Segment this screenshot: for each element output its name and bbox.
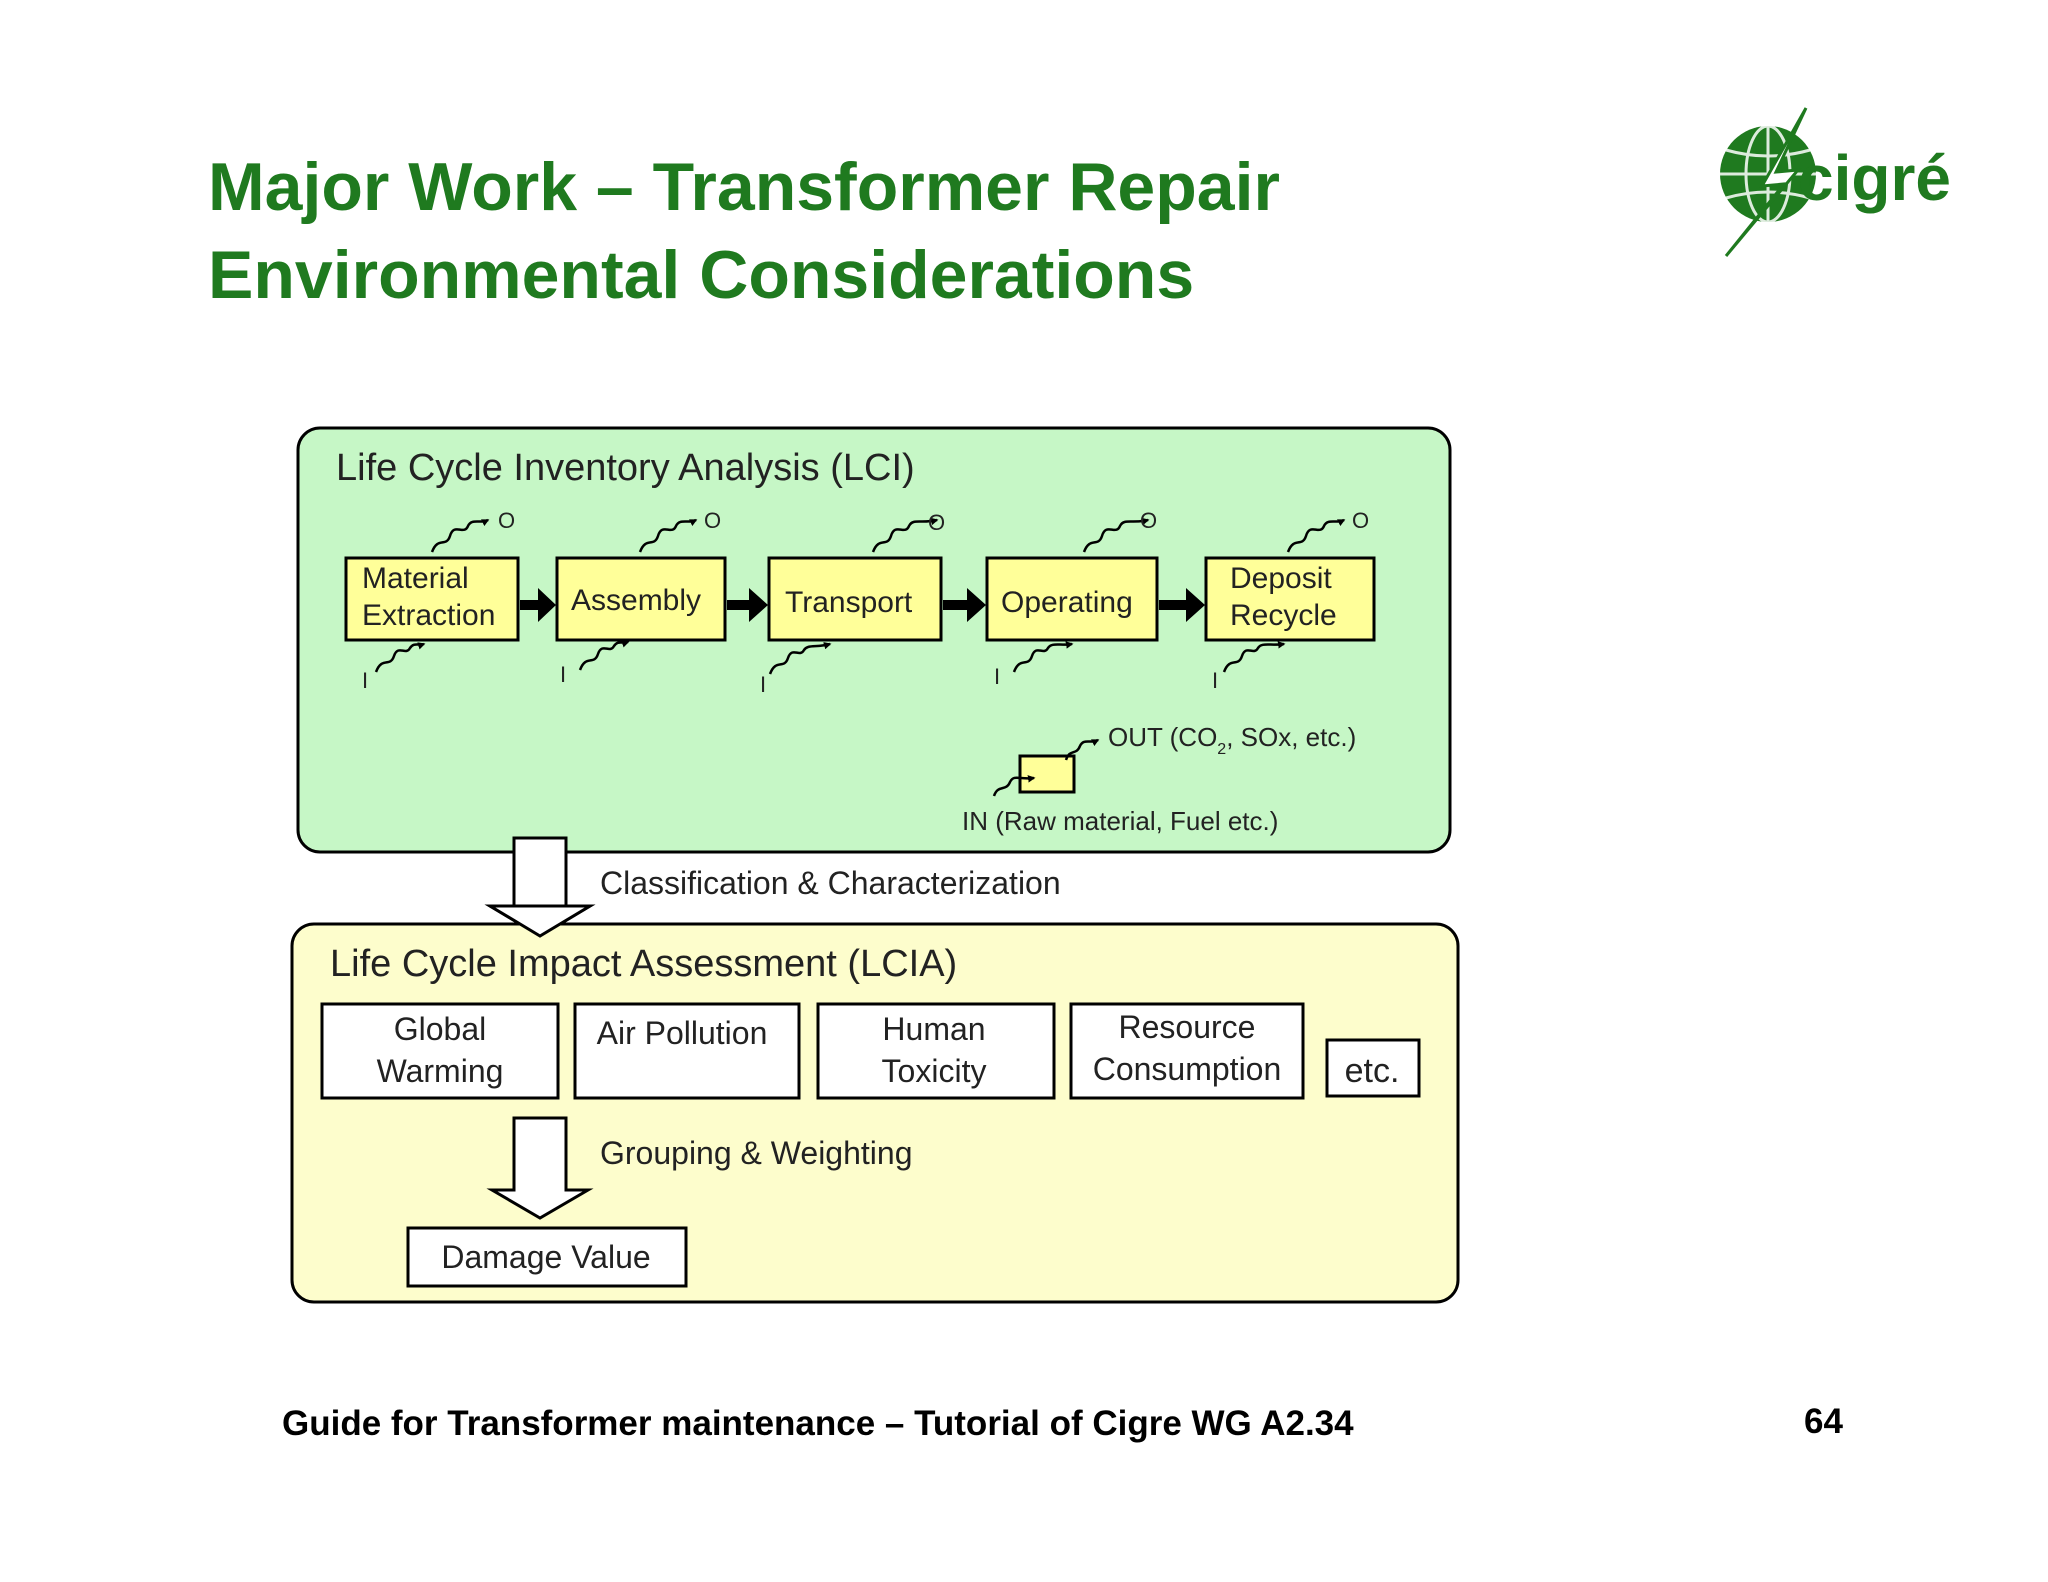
stage-label: Operating: [1001, 586, 1133, 619]
impact-label: Air Pollution: [597, 1015, 768, 1051]
stage-label-line-1: Deposit: [1230, 562, 1332, 595]
in-marker: I: [760, 672, 766, 697]
stage-label: Assembly: [571, 584, 701, 617]
slide-title: Major Work – Transformer Repair Environm…: [208, 143, 1280, 319]
stage-operating: Operating: [985, 556, 1159, 642]
out-marker: O: [704, 508, 721, 533]
logo-wordmark: cigré: [1798, 142, 1950, 214]
input-squiggle: [1222, 641, 1286, 673]
input-squiggle: [578, 640, 630, 671]
input-squiggle: [374, 642, 426, 673]
title-line-2: Environmental Considerations: [208, 237, 1195, 313]
impact-label-line-1: Resource: [1119, 1009, 1256, 1045]
legend-in-squiggle: [992, 775, 1036, 797]
stage-label-line-1: Material: [362, 562, 469, 595]
impact-label: etc.: [1345, 1052, 1400, 1090]
in-marker: I: [362, 668, 368, 693]
output-squiggle: [430, 518, 490, 553]
stage-label-line-2: Extraction: [362, 599, 495, 632]
cigre-logo: cigré: [1720, 107, 1950, 257]
impact-air-pollution: Air Pollution: [573, 1002, 801, 1100]
in-marker: I: [994, 664, 1000, 689]
down-arrow-classification-tip: [484, 904, 596, 938]
impact-etc: etc.: [1325, 1038, 1421, 1098]
input-squiggle: [1012, 641, 1074, 673]
stage-transport: Transport: [767, 556, 943, 642]
stage-label: Transport: [785, 586, 913, 619]
flow-arrow: [943, 588, 986, 622]
output-squiggle: [638, 518, 698, 553]
flow-arrow: [1159, 588, 1205, 622]
globe-lightning-icon: [1720, 107, 1816, 257]
legend-in-label: IN (Raw material, Fuel etc.): [962, 806, 1278, 836]
lci-title: Life Cycle Inventory Analysis (LCI): [336, 447, 915, 489]
flow-arrows: [520, 588, 1205, 622]
step-grouping-label: Grouping & Weighting: [600, 1135, 912, 1171]
stage-assembly: Assembly: [555, 556, 727, 642]
impact-label-line-1: Human: [882, 1011, 985, 1047]
step-classification-label: Classification & Characterization: [600, 865, 1061, 901]
stage-material-extraction: Material Extraction: [344, 556, 520, 642]
stage-label-line-2: Recycle: [1230, 599, 1337, 632]
lcia-title: Life Cycle Impact Assessment (LCIA): [330, 943, 957, 985]
legend-out-squiggle: [1064, 738, 1100, 761]
stage-deposit-recycle: Deposit Recycle: [1204, 556, 1376, 642]
out-marker: O: [498, 508, 515, 533]
in-marker: I: [1212, 668, 1218, 693]
output-squiggle: [871, 517, 939, 553]
output-squiggle: [1286, 518, 1346, 553]
flow-arrow: [520, 588, 556, 622]
impact-label-line-2: Warming: [377, 1053, 504, 1089]
slide-footer: Guide for Transformer maintenance – Tuto…: [282, 1404, 1354, 1443]
flow-arrow: [727, 588, 768, 622]
down-arrow-grouping: [486, 1116, 594, 1220]
out-marker: O: [928, 510, 945, 535]
impact-human-toxicity: Human Toxicity: [816, 1002, 1056, 1100]
damage-value-box: Damage Value: [406, 1226, 688, 1288]
damage-value-label: Damage Value: [441, 1239, 650, 1275]
impact-label-line-2: Consumption: [1093, 1051, 1282, 1087]
input-squiggle: [768, 642, 832, 675]
page-number: 64: [1804, 1402, 1843, 1441]
in-marker: I: [560, 662, 566, 687]
impact-resource-consumption: Resource Consumption: [1069, 1002, 1305, 1100]
output-squiggle: [1082, 517, 1150, 553]
io-legend: OUT (CO2, SOx, etc.) IN (Raw material, F…: [962, 722, 1356, 836]
impact-label-line-1: Global: [394, 1011, 487, 1047]
title-line-1: Major Work – Transformer Repair: [208, 149, 1280, 225]
input-squiggles: [374, 640, 1286, 675]
out-marker: O: [1352, 508, 1369, 533]
legend-process-box: [1018, 754, 1076, 794]
impact-global-warming: Global Warming: [320, 1002, 560, 1100]
impact-label-line-2: Toxicity: [882, 1053, 987, 1089]
output-squiggles: [430, 517, 1346, 553]
legend-out-label: OUT (CO2, SOx, etc.): [1108, 722, 1356, 758]
out-marker: O: [1140, 508, 1157, 533]
